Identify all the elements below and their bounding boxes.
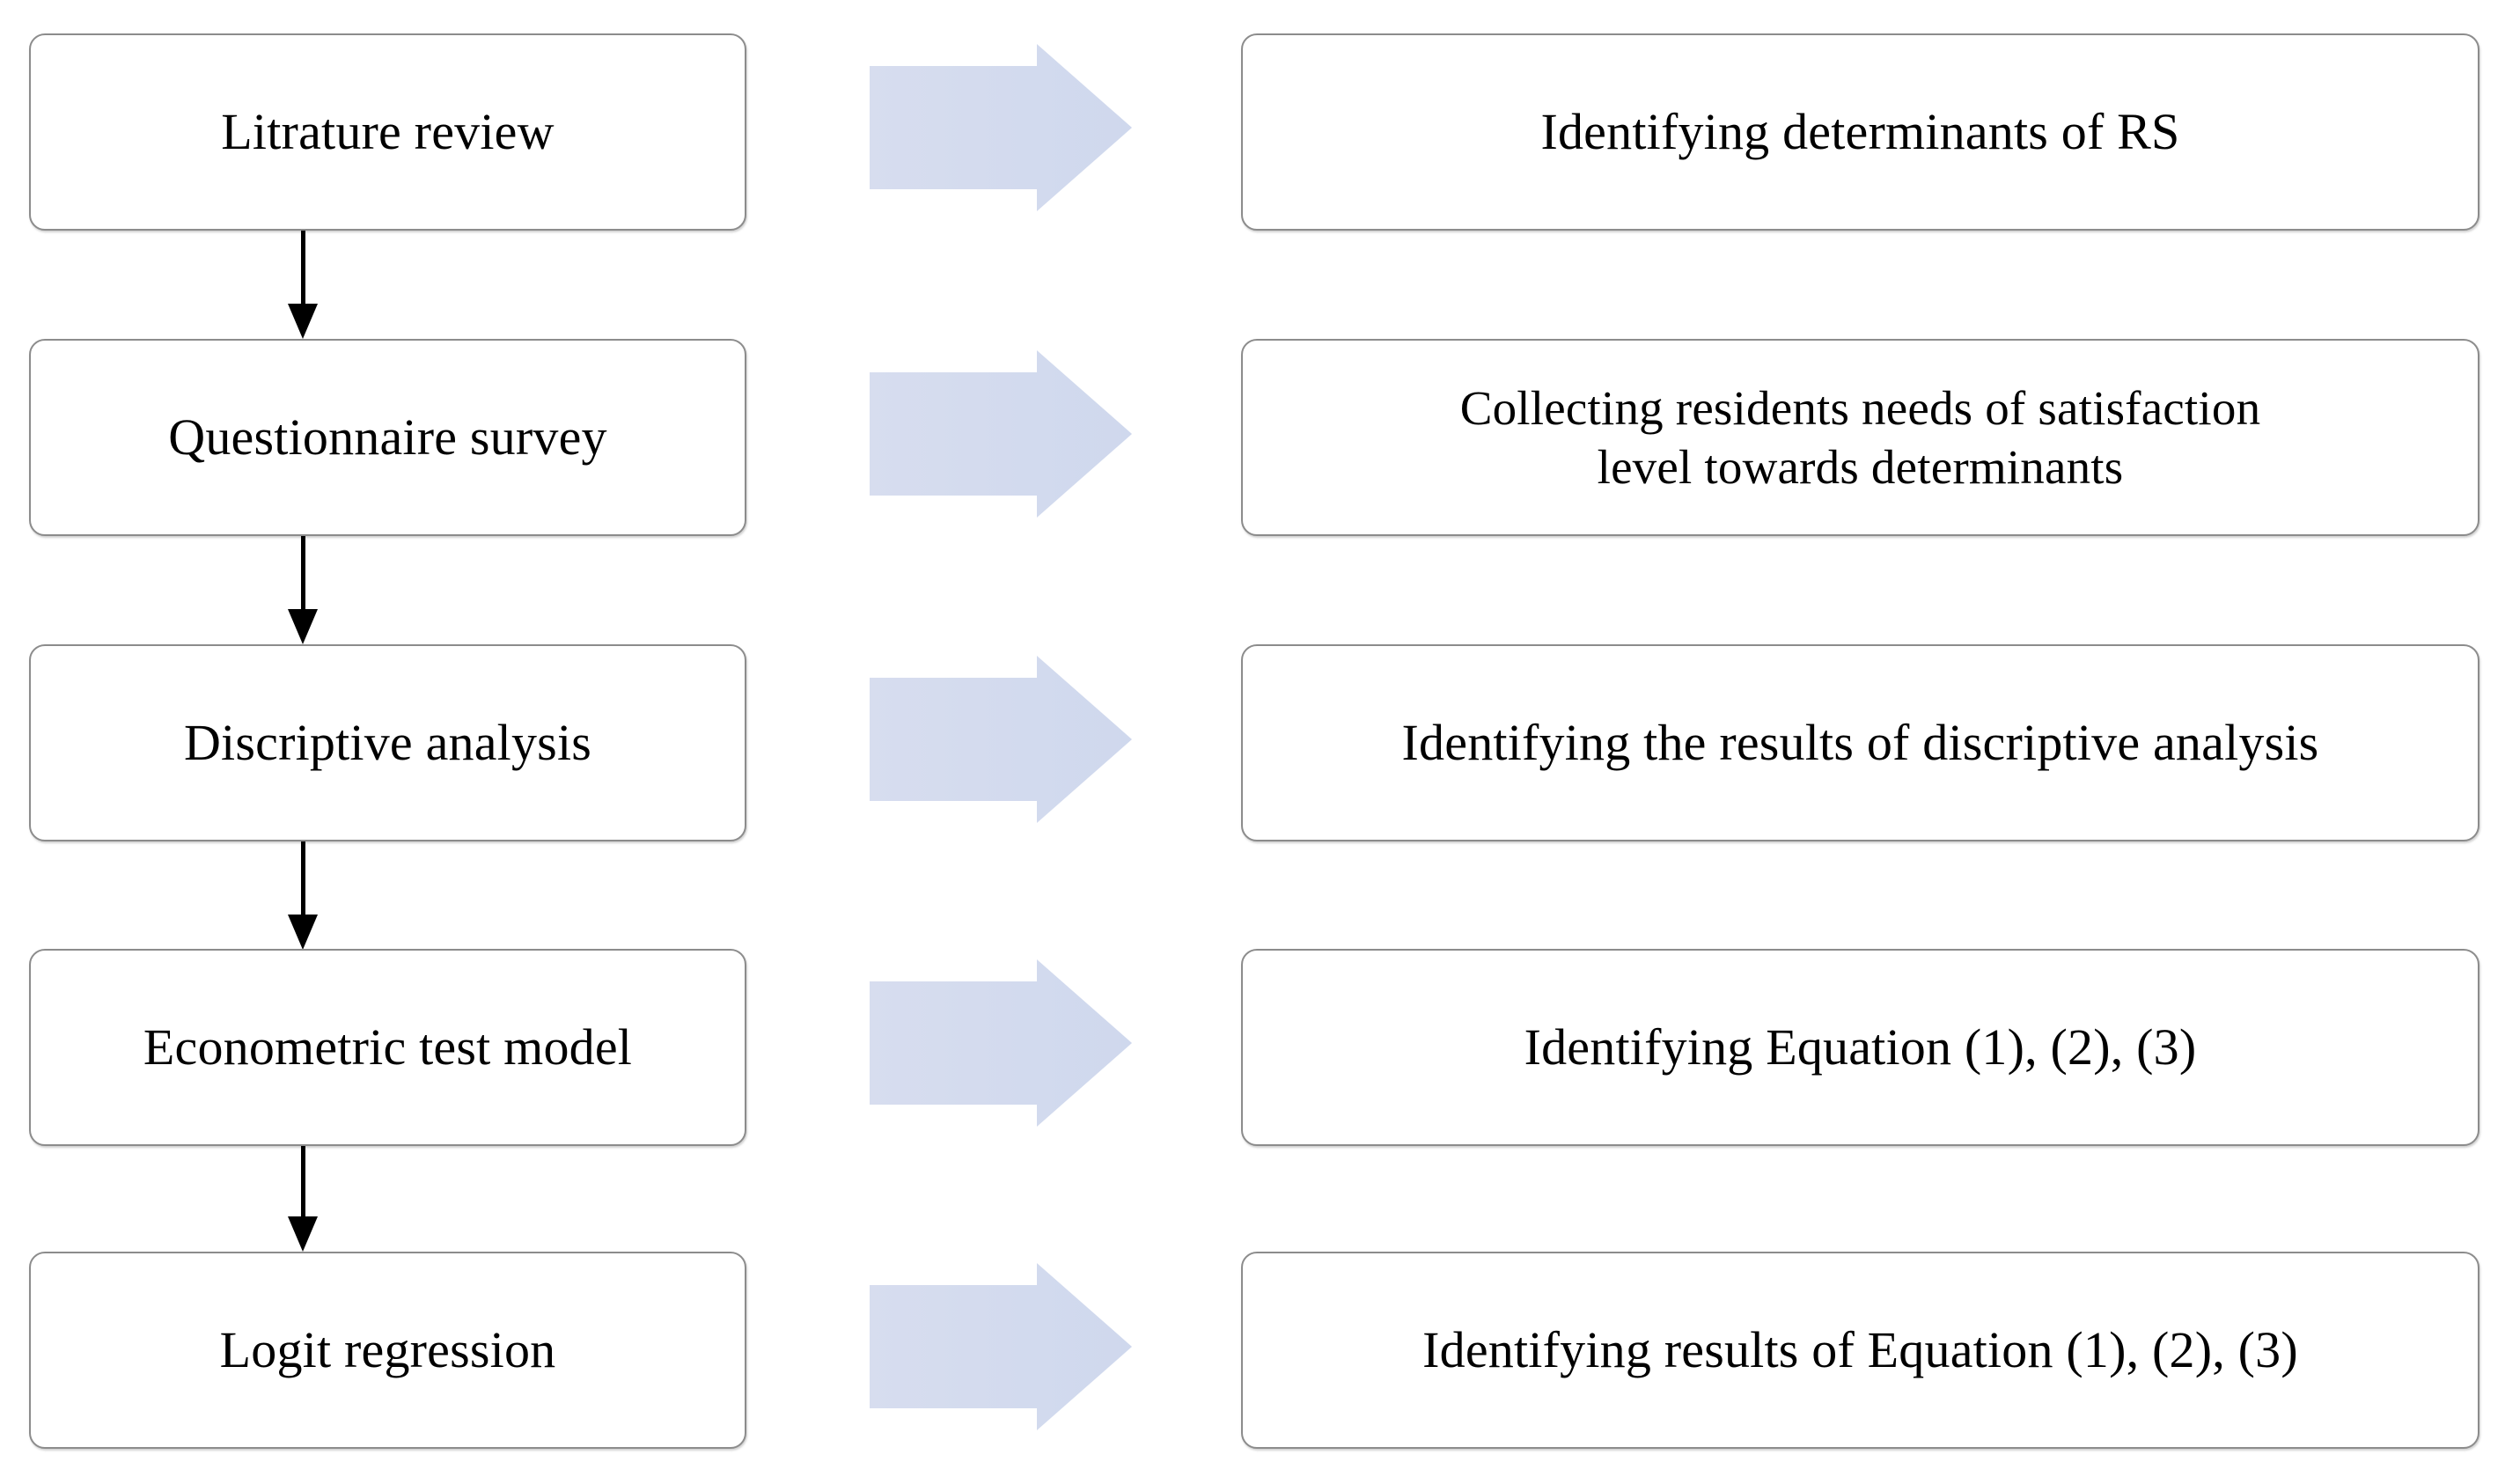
process-node-label: Questionnaire survey [168, 408, 607, 466]
down-arrow-icon-1 [288, 231, 318, 339]
connector-arrowhead [288, 304, 318, 339]
connector-arrowhead [288, 609, 318, 644]
outcome-node-label: Identifying Equation (1), (2), (3) [1524, 1017, 2197, 1076]
down-arrow-icon-3 [288, 841, 318, 950]
right-block-arrow-3 [870, 656, 1132, 832]
right-block-arrow-4 [870, 959, 1132, 1135]
right-block-arrow-2 [870, 350, 1132, 526]
process-node-econometric-test-model[interactable]: Econometric test model [29, 949, 746, 1146]
outcome-node-identifying-equations[interactable]: Identifying Equation (1), (2), (3) [1241, 949, 2479, 1146]
outcome-node-label: Identifying the results of discriptive a… [1401, 713, 2319, 771]
outcome-node-identifying-results-equations[interactable]: Identifying results of Equation (1), (2)… [1241, 1252, 2479, 1449]
right-block-arrow-1 [870, 44, 1132, 220]
down-arrow-icon-2 [288, 536, 318, 644]
outcome-node-label: Identifying results of Equation (1), (2)… [1422, 1320, 2298, 1378]
connector-shaft [301, 1146, 305, 1217]
outcome-node-collecting-residents-needs[interactable]: Collecting residents needs of satisfacti… [1241, 339, 2479, 536]
connector-arrowhead [288, 1216, 318, 1252]
connector-shaft [301, 536, 305, 610]
process-node-litrature-review[interactable]: Litrature review [29, 33, 746, 231]
process-node-questionnaire-survey[interactable]: Questionnaire survey [29, 339, 746, 536]
connector-arrowhead [288, 915, 318, 950]
process-node-label: Logit regression [219, 1320, 556, 1378]
process-node-label: Litrature review [221, 102, 555, 160]
right-block-arrow-5 [870, 1263, 1132, 1439]
connector-shaft [301, 841, 305, 915]
process-node-logit-regression[interactable]: Logit regression [29, 1252, 746, 1449]
outcome-node-label: Identifying determinants of RS [1540, 102, 2180, 160]
outcome-node-identifying-determinants[interactable]: Identifying determinants of RS [1241, 33, 2479, 231]
outcome-node-identifying-results-discriptive[interactable]: Identifying the results of discriptive a… [1241, 644, 2479, 841]
outcome-node-label: Collecting residents needs of satisfacti… [1459, 380, 2261, 494]
down-arrow-icon-4 [288, 1146, 318, 1252]
process-node-discriptive-analysis[interactable]: Discriptive analysis [29, 644, 746, 841]
connector-shaft [301, 231, 305, 305]
process-node-label: Discriptive analysis [183, 713, 592, 771]
process-node-label: Econometric test model [143, 1017, 633, 1076]
